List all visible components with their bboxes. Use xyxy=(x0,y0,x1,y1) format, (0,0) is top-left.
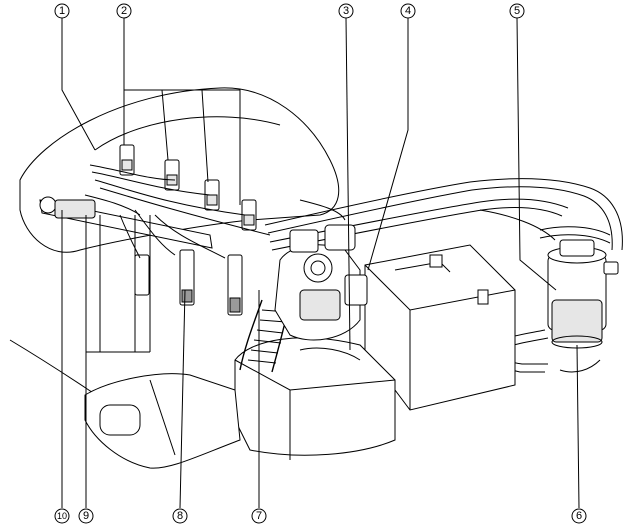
callout-4-label: 4 xyxy=(405,5,411,17)
callout-8: 8 xyxy=(172,508,188,524)
injector xyxy=(227,254,243,316)
callout-10: 10 xyxy=(54,508,70,524)
callout-7-label: 7 xyxy=(256,510,262,522)
callout-10-label: 10 xyxy=(57,511,67,521)
leader-lines xyxy=(61,17,580,509)
injector xyxy=(134,254,150,296)
callout-7: 7 xyxy=(251,508,267,524)
fuel-pump-assembly xyxy=(274,224,368,341)
callout-4: 4 xyxy=(400,3,416,19)
callout-2: 2 xyxy=(116,3,132,19)
common-rail xyxy=(39,196,213,249)
callout-6-label: 6 xyxy=(576,510,582,522)
injector xyxy=(164,159,180,191)
callout-9: 9 xyxy=(78,508,94,524)
injector xyxy=(119,144,135,176)
callout-9-label: 9 xyxy=(83,510,89,522)
intake-housing xyxy=(234,337,396,460)
air-intake-duct xyxy=(84,373,241,469)
callout-3: 3 xyxy=(338,3,354,19)
callout-1: 1 xyxy=(54,3,70,19)
engine-cover xyxy=(9,87,346,441)
callout-2-label: 2 xyxy=(121,5,127,17)
injector xyxy=(179,249,195,306)
callout-3-label: 3 xyxy=(343,5,349,17)
callout-6: 6 xyxy=(571,508,587,524)
callout-8-label: 8 xyxy=(177,510,183,522)
callout-1-label: 1 xyxy=(59,5,65,17)
callout-5: 5 xyxy=(509,3,525,19)
injection-pipes xyxy=(84,164,271,259)
callout-5-label: 5 xyxy=(514,5,520,17)
fuel-filter xyxy=(539,226,619,349)
